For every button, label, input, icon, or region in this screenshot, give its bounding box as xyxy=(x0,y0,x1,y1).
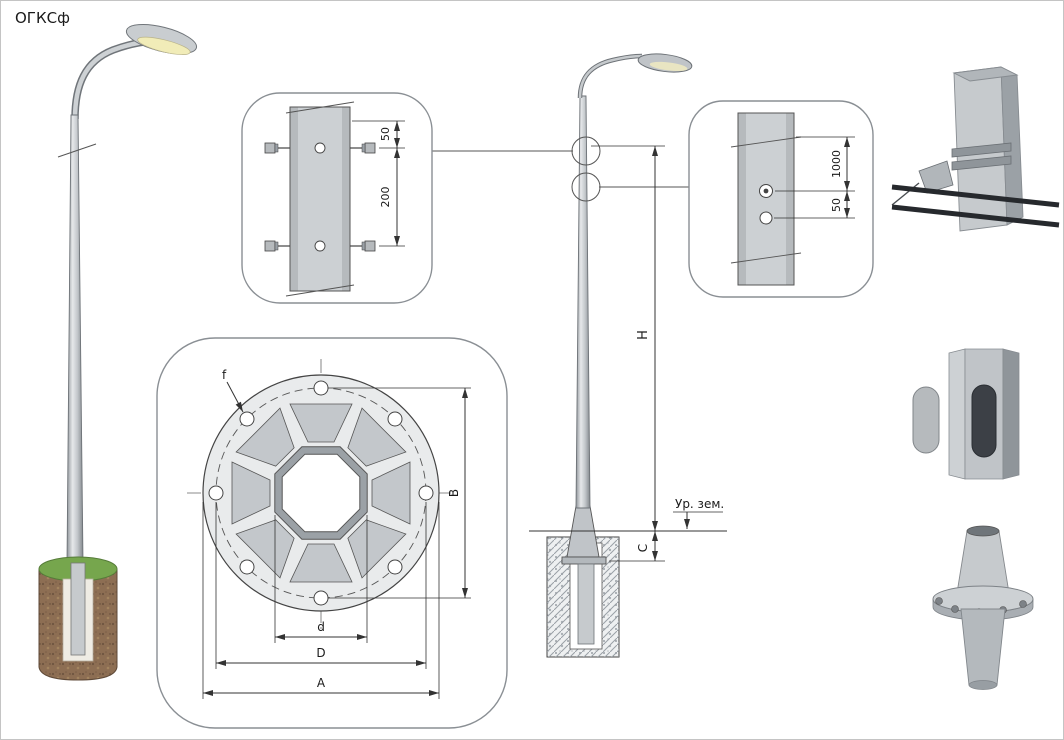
cable-rod-lower xyxy=(891,204,1060,228)
break-mark-top xyxy=(285,101,355,114)
dim-D-label: D xyxy=(316,646,325,660)
base-flange-render xyxy=(932,525,1034,690)
embedded-shaft xyxy=(577,563,595,645)
luminaire-head xyxy=(125,24,198,55)
dim-50-right-label: 50 xyxy=(830,198,843,212)
dim-d-label: d xyxy=(317,620,325,634)
flange-dimensions: f B d D A xyxy=(202,368,471,699)
top-detail-callout: 50 200 xyxy=(241,92,433,304)
access-door-render xyxy=(912,348,1020,480)
dim-50-top-label: 50 xyxy=(379,127,392,141)
flange-bolts xyxy=(264,142,376,252)
break-mark xyxy=(57,143,97,158)
pole-shaft-elevation xyxy=(575,95,591,509)
dim-H-label: H xyxy=(636,330,651,340)
bolt-holes xyxy=(208,380,434,606)
pole-arm-outline xyxy=(71,37,153,120)
pole-section-bar xyxy=(289,106,351,292)
pole-section-edge-right xyxy=(786,113,794,285)
sleeve-bottom xyxy=(968,680,998,690)
detail-marker-upper xyxy=(571,136,601,166)
tube-opening xyxy=(966,525,1000,537)
cable-rod-upper xyxy=(891,184,1060,208)
tension-wedge xyxy=(918,160,954,194)
band-clamp-upper xyxy=(951,142,1012,158)
ground-level-label: Ур. зем. xyxy=(675,497,724,511)
luminaire-elevation xyxy=(637,53,693,73)
bolt-hole-lower xyxy=(759,211,773,225)
pole-section-outline xyxy=(289,106,351,292)
elevation-dimensions: H C Ур. зем. xyxy=(591,145,724,562)
dim-200-label: 200 xyxy=(379,187,392,208)
pole-section-edge-right xyxy=(342,107,350,291)
dim-B-label: B xyxy=(447,489,461,497)
base-cone xyxy=(956,530,1010,594)
foundation-render xyxy=(38,556,118,681)
embedded-pole xyxy=(70,562,86,656)
guy-wire xyxy=(891,182,920,206)
right-detail-callout: 1000 50 xyxy=(688,100,874,298)
f-leader xyxy=(226,381,244,413)
arm-outline xyxy=(577,53,643,99)
flange-detail-callout: f B d D A xyxy=(156,337,508,729)
lamp-glass xyxy=(137,36,191,55)
pole-shaft xyxy=(66,114,84,564)
clamp-attachment-render xyxy=(891,66,1060,232)
flange-plate xyxy=(932,585,1034,613)
band-clamp-lower xyxy=(951,155,1012,171)
detail-marker-lower xyxy=(571,172,601,202)
pole-elevation: H C Ур. зем. xyxy=(529,53,727,658)
bolt-center xyxy=(763,188,769,194)
drawing-title: ОГКСф xyxy=(15,9,70,27)
break-mark-top xyxy=(730,136,802,148)
pole-section-outline xyxy=(737,112,795,286)
dim-A-label: A xyxy=(317,676,326,690)
break-mark-bottom xyxy=(285,284,355,297)
dim-C-label: C xyxy=(636,544,650,552)
pole-3d-render xyxy=(38,24,198,681)
column-left-bevel xyxy=(948,348,966,480)
break-mark-bottom xyxy=(730,252,802,264)
lower-sleeve xyxy=(960,608,1006,686)
dim-f-label: f xyxy=(222,368,227,382)
dim-1000-label: 1000 xyxy=(830,150,843,178)
column-right-bevel xyxy=(1002,348,1020,480)
pole-section-edge-left xyxy=(738,113,746,285)
door-opening xyxy=(971,384,997,458)
top-detail-dimensions: 50 200 xyxy=(352,120,405,247)
pole-section-edge-left xyxy=(290,107,298,291)
column-top-face xyxy=(952,66,1019,82)
shaft-octagon xyxy=(274,446,368,540)
arm xyxy=(578,54,643,99)
base-plate xyxy=(561,556,607,565)
right-detail-dimensions: 1000 50 xyxy=(774,136,855,219)
door-cover xyxy=(912,386,940,454)
